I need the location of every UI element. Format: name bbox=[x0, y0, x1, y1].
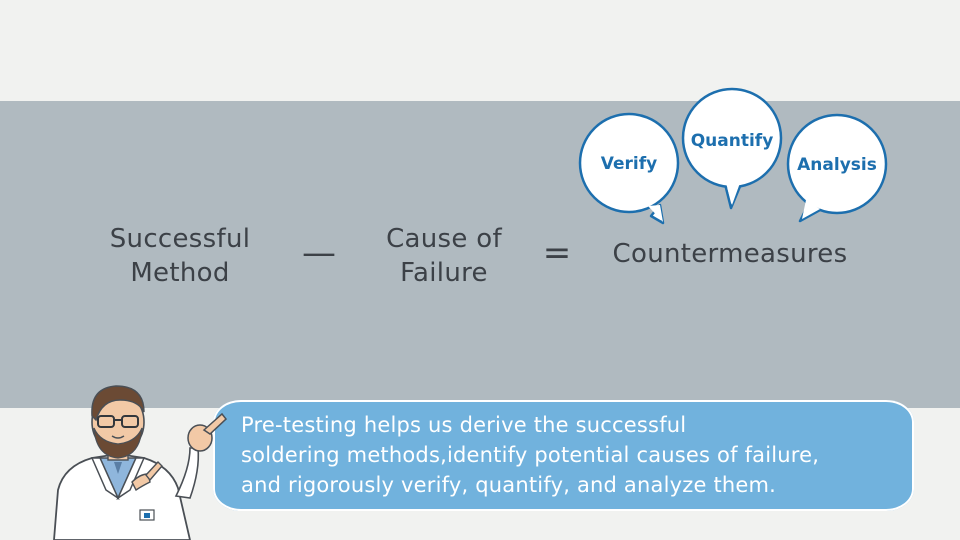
minus-operator: — bbox=[302, 233, 336, 273]
equation-term-successful-method: Successful Method bbox=[109, 224, 251, 288]
bubble-label-analysis: Analysis bbox=[797, 155, 877, 175]
bubble-analysis: Analysis bbox=[786, 113, 888, 223]
caption-box bbox=[213, 400, 914, 511]
equation-result-countermeasures: Countermeasures bbox=[612, 239, 848, 269]
caption-text: Pre-testing helps us derive the successf… bbox=[241, 413, 820, 497]
equation-term-cause-of-failure: Cause of Failure bbox=[386, 224, 502, 288]
bubble-quantify: Quantify bbox=[681, 87, 783, 210]
bubble-label-quantify: Quantify bbox=[691, 131, 774, 151]
bubble-verify: Verify bbox=[578, 112, 680, 225]
equals-operator: = bbox=[542, 233, 572, 273]
scientist-character-icon bbox=[53, 385, 228, 540]
bubble-label-verify: Verify bbox=[601, 154, 657, 174]
